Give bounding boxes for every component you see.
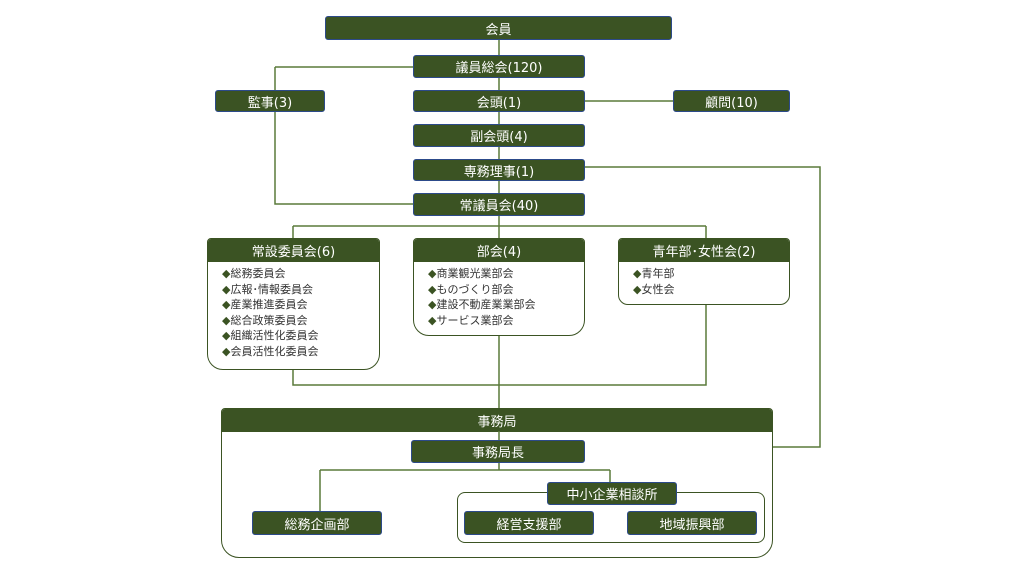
secretariat-director-box: 事務局長 (411, 440, 585, 463)
youth-women-title: 青年部･女性会(2) (619, 239, 789, 262)
advisor-box: 顧問(10) (673, 90, 790, 112)
committees-panel: 常設委員会(6) 総務委員会 広報･情報委員会 産業推進委員会 総合政策委員会 … (207, 238, 380, 370)
list-item: サービス業部会 (428, 313, 584, 329)
general-assembly-box: 議員総会(120) (413, 55, 585, 78)
divisions-title: 部会(4) (414, 239, 584, 262)
committees-title: 常設委員会(6) (208, 239, 379, 262)
list-item: 総務委員会 (222, 266, 379, 282)
auditor-box: 監事(3) (215, 90, 325, 112)
list-item: 産業推進委員会 (222, 297, 379, 313)
executive-director-box: 専務理事(1) (413, 159, 585, 181)
list-item: 総合政策委員会 (222, 313, 379, 329)
sme-center-box: 中小企業相談所 (547, 482, 677, 505)
standing-council-box: 常議員会(40) (413, 193, 585, 216)
list-item: 女性会 (633, 282, 789, 298)
list-item: ものづくり部会 (428, 282, 584, 298)
members-box: 会員 (325, 16, 672, 40)
list-item: 会員活性化委員会 (222, 344, 379, 360)
president-box: 会頭(1) (413, 90, 585, 112)
management-support-box: 経営支援部 (464, 511, 594, 535)
list-item: 広報･情報委員会 (222, 282, 379, 298)
list-item: 組織活性化委員会 (222, 328, 379, 344)
general-planning-box: 総務企画部 (252, 511, 382, 535)
youth-women-panel: 青年部･女性会(2) 青年部 女性会 (618, 238, 790, 305)
regional-promotion-box: 地域振興部 (627, 511, 757, 535)
divisions-panel: 部会(4) 商業観光業部会 ものづくり部会 建設不動産業業部会 サービス業部会 (413, 238, 585, 336)
list-item: 建設不動産業業部会 (428, 297, 584, 313)
secretariat-title: 事務局 (222, 409, 772, 432)
vice-president-box: 副会頭(4) (413, 124, 585, 147)
list-item: 商業観光業部会 (428, 266, 584, 282)
list-item: 青年部 (633, 266, 789, 282)
